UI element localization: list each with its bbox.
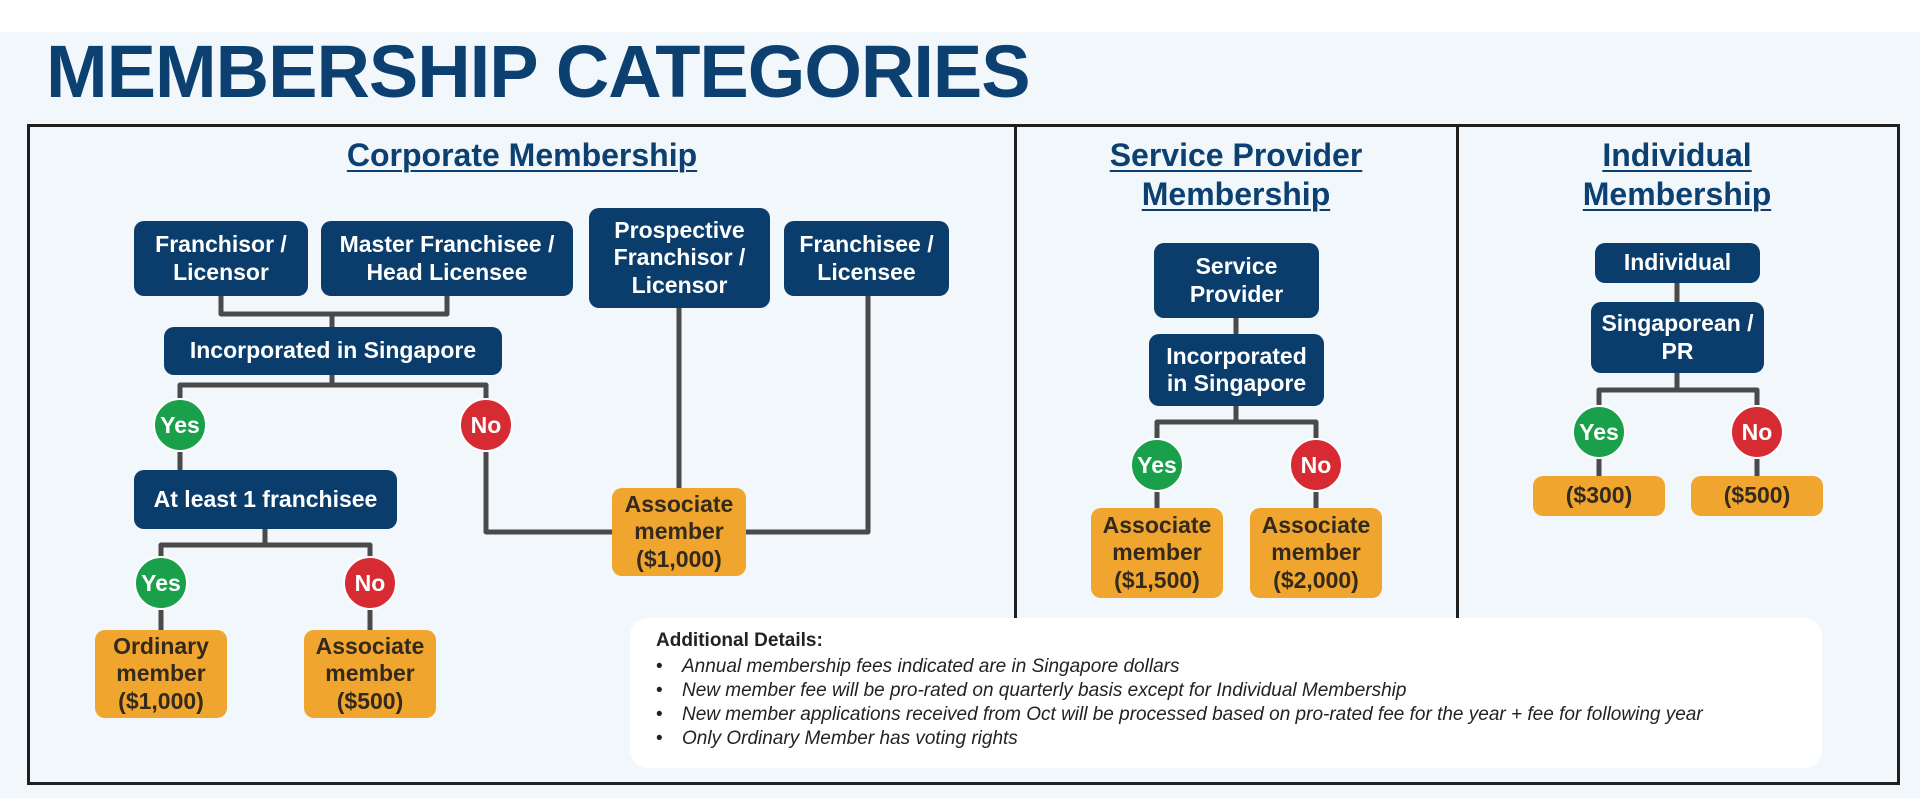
sp-associate-1500-label: Associate member ($1,500) xyxy=(1102,512,1212,593)
connector-at-least-no xyxy=(265,542,373,558)
connector-franchisee-associate xyxy=(745,296,871,535)
no-label: No xyxy=(354,569,386,596)
no-badge-franchisee: No xyxy=(343,556,397,610)
connector-at-least-split xyxy=(158,529,268,558)
detail-item: New member applications received from Oc… xyxy=(656,703,1796,727)
fee-300-label: ($300) xyxy=(1565,482,1633,509)
associate-member-500-box: Associate member ($500) xyxy=(304,630,436,718)
page-title: MEMBERSHIP CATEGORIES xyxy=(46,30,1031,113)
sp-associate-2000-label: Associate member ($2,000) xyxy=(1261,512,1371,593)
no-badge-incorporated: No xyxy=(459,398,513,452)
detail-item: New member fee will be pro-rated on quar… xyxy=(656,679,1796,703)
yes-badge-incorporated: Yes xyxy=(153,398,207,452)
ordinary-member-label: Ordinary member ($1,000) xyxy=(113,633,209,714)
incorporated-singapore-label: Incorporated in Singapore xyxy=(189,337,477,364)
yes-label: Yes xyxy=(160,411,200,438)
connector-singaporean-split xyxy=(1596,373,1680,405)
prospective-franchisor-label: Prospective Franchisor / Licensor xyxy=(613,217,746,298)
connector-incorporated-no xyxy=(332,382,489,400)
sp-incorporated-label: Incorporated in Singapore xyxy=(1166,342,1307,396)
associate-member-1000-label: Associate member ($1,000) xyxy=(624,491,734,572)
service-provider-box: Service Provider xyxy=(1154,243,1319,318)
franchisor-label: Franchisor / Licensor xyxy=(155,231,287,285)
franchisee-label: Franchisee / Licensee xyxy=(799,231,934,285)
connector-singaporean-no xyxy=(1677,387,1760,405)
incorporated-singapore-box: Incorporated in Singapore xyxy=(164,327,502,375)
no-label: No xyxy=(1300,451,1332,478)
connector-incorporated-split xyxy=(177,375,335,400)
additional-details-panel: Additional Details: Annual membership fe… xyxy=(630,618,1822,768)
yes-badge-franchisee: Yes xyxy=(134,556,188,610)
prospective-franchisor-box: Prospective Franchisor / Licensor xyxy=(589,208,770,308)
corporate-heading: Corporate Membership xyxy=(346,137,698,173)
master-franchisee-label: Master Franchisee / Head Licensee xyxy=(339,231,555,285)
singaporean-pr-label: Singaporean / PR xyxy=(1601,310,1754,364)
detail-item: Annual membership fees indicated are in … xyxy=(656,655,1796,679)
at-least-one-franchisee-box: At least 1 franchisee xyxy=(134,470,397,529)
singaporean-pr-box: Singaporean / PR xyxy=(1591,302,1764,373)
connector-master-incorporated xyxy=(332,296,450,317)
individual-box: Individual xyxy=(1595,243,1760,283)
associate-member-500-label: Associate member ($500) xyxy=(315,633,425,714)
divider-corporate-service xyxy=(1014,124,1017,618)
yes-label: Yes xyxy=(1579,418,1619,445)
individual-label: Individual xyxy=(1623,249,1732,276)
no-label: No xyxy=(1741,418,1773,445)
associate-member-1000-box: Associate member ($1,000) xyxy=(612,488,746,576)
franchisor-box: Franchisor / Licensor xyxy=(134,221,308,296)
divider-service-individual xyxy=(1456,124,1459,618)
connector-sp-incorporated-no xyxy=(1236,419,1319,438)
detail-item: Only Ordinary Member has voting rights xyxy=(656,727,1796,751)
no-badge-service: No xyxy=(1289,438,1343,492)
individual-heading: Individual Membership xyxy=(1582,137,1772,212)
no-badge-individual: No xyxy=(1730,405,1784,459)
sp-associate-1500-box: Associate member ($1,500) xyxy=(1091,508,1223,598)
fee-500-box: ($500) xyxy=(1691,476,1823,516)
fee-300-box: ($300) xyxy=(1533,476,1665,516)
connector-franchisor-incorporated xyxy=(218,296,335,327)
master-franchisee-box: Master Franchisee / Head Licensee xyxy=(321,221,573,296)
categories-frame xyxy=(27,124,1900,785)
yes-label: Yes xyxy=(141,569,181,596)
yes-label: Yes xyxy=(1137,451,1177,478)
at-least-one-franchisee-label: At least 1 franchisee xyxy=(153,485,378,512)
additional-details-title: Additional Details: xyxy=(656,630,823,651)
yes-badge-individual: Yes xyxy=(1572,405,1626,459)
ordinary-member-box: Ordinary member ($1,000) xyxy=(95,630,227,718)
service-provider-heading: Service Provider Membership xyxy=(1109,137,1363,212)
sp-associate-2000-box: Associate member ($2,000) xyxy=(1250,508,1382,598)
connector-sp-incorporated-split xyxy=(1154,406,1239,438)
franchisee-box: Franchisee / Licensee xyxy=(784,221,949,296)
sp-incorporated-box: Incorporated in Singapore xyxy=(1149,334,1324,406)
no-label: No xyxy=(470,411,502,438)
additional-details-list: Annual membership fees indicated are in … xyxy=(656,655,1796,751)
fee-500-label: ($500) xyxy=(1723,482,1791,509)
connector-no1-associate xyxy=(483,452,614,535)
yes-badge-service: Yes xyxy=(1130,438,1184,492)
service-provider-label: Service Provider xyxy=(1189,253,1284,307)
